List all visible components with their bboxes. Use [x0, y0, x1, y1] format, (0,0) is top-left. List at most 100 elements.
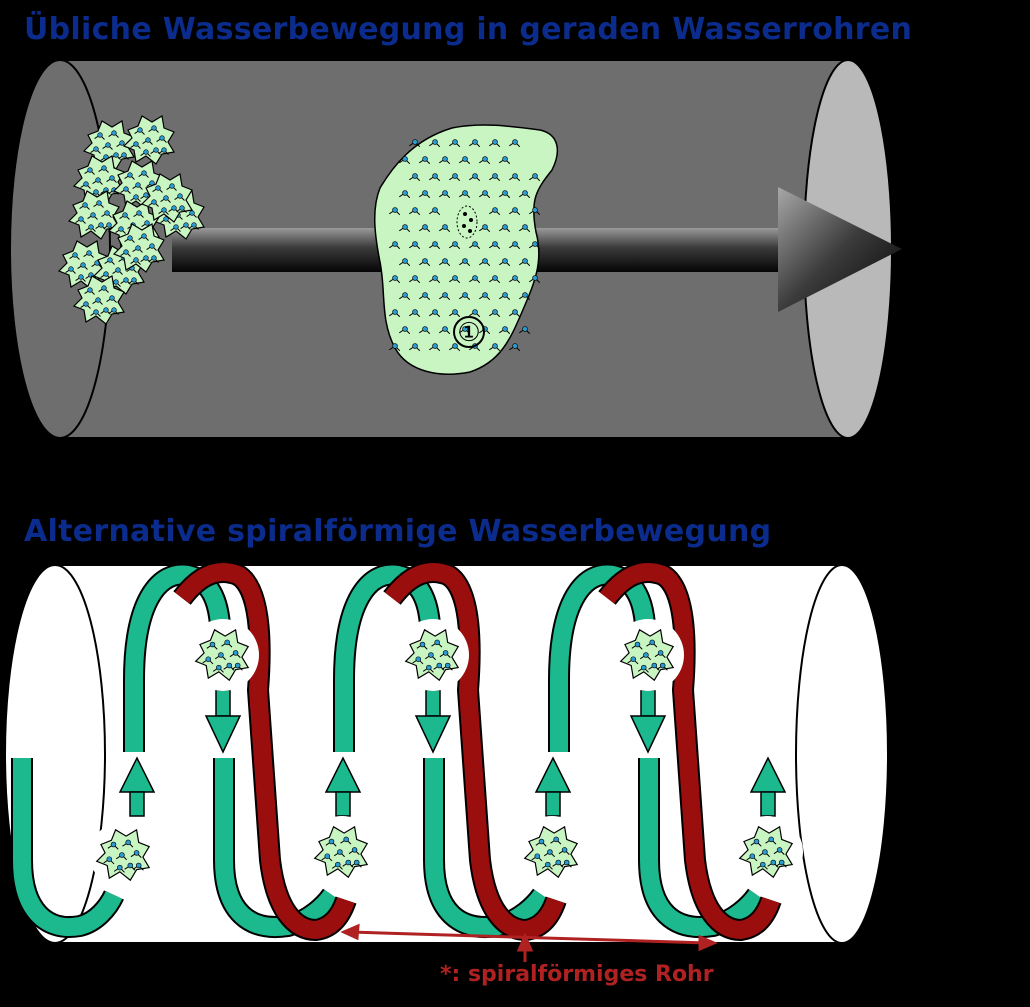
water-molecule: [419, 156, 431, 165]
flow-arrow-icon: [118, 756, 156, 817]
green-flow-front: [425, 758, 550, 936]
water-molecule: [389, 309, 401, 318]
water-molecule: [158, 207, 169, 215]
water-molecule: [389, 343, 401, 352]
water-molecule: [142, 137, 153, 145]
water-molecule: [419, 292, 431, 301]
cluster-marker: ①: [457, 318, 480, 348]
water-molecule: [186, 210, 197, 218]
water-cluster-icon: [72, 275, 125, 325]
water-molecule: [158, 147, 169, 155]
water-molecule: [469, 139, 481, 148]
water-molecule: [499, 224, 511, 233]
water-molecule: [550, 836, 562, 845]
water-molecule: [168, 205, 179, 213]
water-molecule: [429, 139, 441, 148]
water-molecule: [439, 156, 451, 165]
water-molecule: [648, 662, 660, 671]
water-molecule: [773, 847, 785, 855]
water-molecule: [459, 292, 471, 301]
water-molecule: [206, 641, 218, 650]
water-molecule: [439, 650, 451, 658]
water-molecule: [132, 245, 143, 253]
flow-arrow-icon: [749, 756, 787, 817]
flow-arrow-icon: [324, 756, 362, 817]
large-water-cluster: ①: [373, 124, 559, 375]
footnote-spiral-pipe: *: spiralförmiges Rohr: [440, 962, 714, 987]
water-molecule: [95, 222, 106, 230]
water-molecule: [509, 173, 521, 182]
water-molecule: [141, 220, 152, 228]
water-molecule: [439, 292, 451, 301]
water-molecule: [120, 277, 131, 285]
water-molecule: [160, 216, 171, 224]
spiral-tube-segment: [174, 563, 355, 940]
spiral-tube-segment: [384, 563, 565, 940]
water-molecule: [128, 277, 139, 285]
water-molecule: [429, 343, 441, 352]
water-molecule: [130, 850, 142, 858]
water-molecule: [431, 639, 443, 648]
water-cluster-icon: [313, 825, 369, 879]
water-molecule: [152, 185, 163, 193]
water-molecule: [439, 326, 451, 335]
water-molecule: [535, 838, 547, 847]
water-molecule: [459, 258, 471, 267]
spiral-flow-layer: [11, 561, 803, 942]
water-molecule: [115, 852, 127, 861]
water-molecule: [132, 862, 144, 871]
spiral-turn: [333, 561, 588, 942]
water-molecule: [108, 307, 119, 315]
water-molecule: [150, 147, 161, 155]
water-molecule: [489, 139, 501, 148]
water-cluster-icon: [404, 628, 460, 682]
spiral-turn: [123, 561, 378, 942]
cluster-marker-circle: [453, 316, 485, 348]
water-molecule: [429, 275, 441, 284]
flow-arrow-icon: [629, 689, 667, 754]
water-molecule: [429, 173, 441, 182]
water-molecule: [84, 167, 95, 175]
water-molecule: [509, 241, 521, 250]
water-molecule: [479, 292, 491, 301]
water-molecule: [479, 224, 491, 233]
water-molecule: [103, 856, 115, 865]
green-flow-back: [550, 565, 654, 752]
water-molecule: [146, 243, 157, 251]
water-molecule: [399, 190, 411, 199]
water-molecule: [469, 309, 481, 318]
water-molecule: [122, 839, 134, 848]
water-molecule: [529, 275, 541, 284]
water-molecule: [389, 207, 401, 216]
water-molecule: [92, 297, 103, 305]
water-molecule: [140, 255, 151, 263]
water-molecule: [133, 210, 144, 218]
water-molecule: [519, 190, 531, 199]
water-molecule: [543, 849, 555, 858]
water-molecule: [98, 165, 109, 173]
water-molecule: [350, 859, 362, 868]
water-molecule: [124, 172, 135, 180]
water-cluster-icon: [194, 628, 250, 682]
water-molecule: [429, 241, 441, 250]
green-flow-lead: [13, 758, 123, 936]
water-molecule: [509, 207, 521, 216]
water-molecule: [449, 173, 461, 182]
water-molecule: [419, 258, 431, 267]
water-molecule: [489, 343, 501, 352]
water-molecule: [77, 262, 88, 270]
water-molecule: [449, 275, 461, 284]
green-flow-front: [215, 758, 340, 936]
water-cluster-icon: [619, 628, 675, 682]
water-molecule: [108, 130, 119, 138]
water-molecule: [124, 235, 135, 243]
water-molecule: [449, 241, 461, 250]
water-molecule: [419, 326, 431, 335]
water-molecule: [229, 650, 241, 658]
water-molecule: [333, 849, 345, 858]
water-molecule: [389, 275, 401, 284]
water-molecule: [499, 292, 511, 301]
water-molecule: [558, 847, 570, 855]
water-molecule: [775, 859, 787, 868]
flow-arrow-icon: [534, 756, 572, 817]
